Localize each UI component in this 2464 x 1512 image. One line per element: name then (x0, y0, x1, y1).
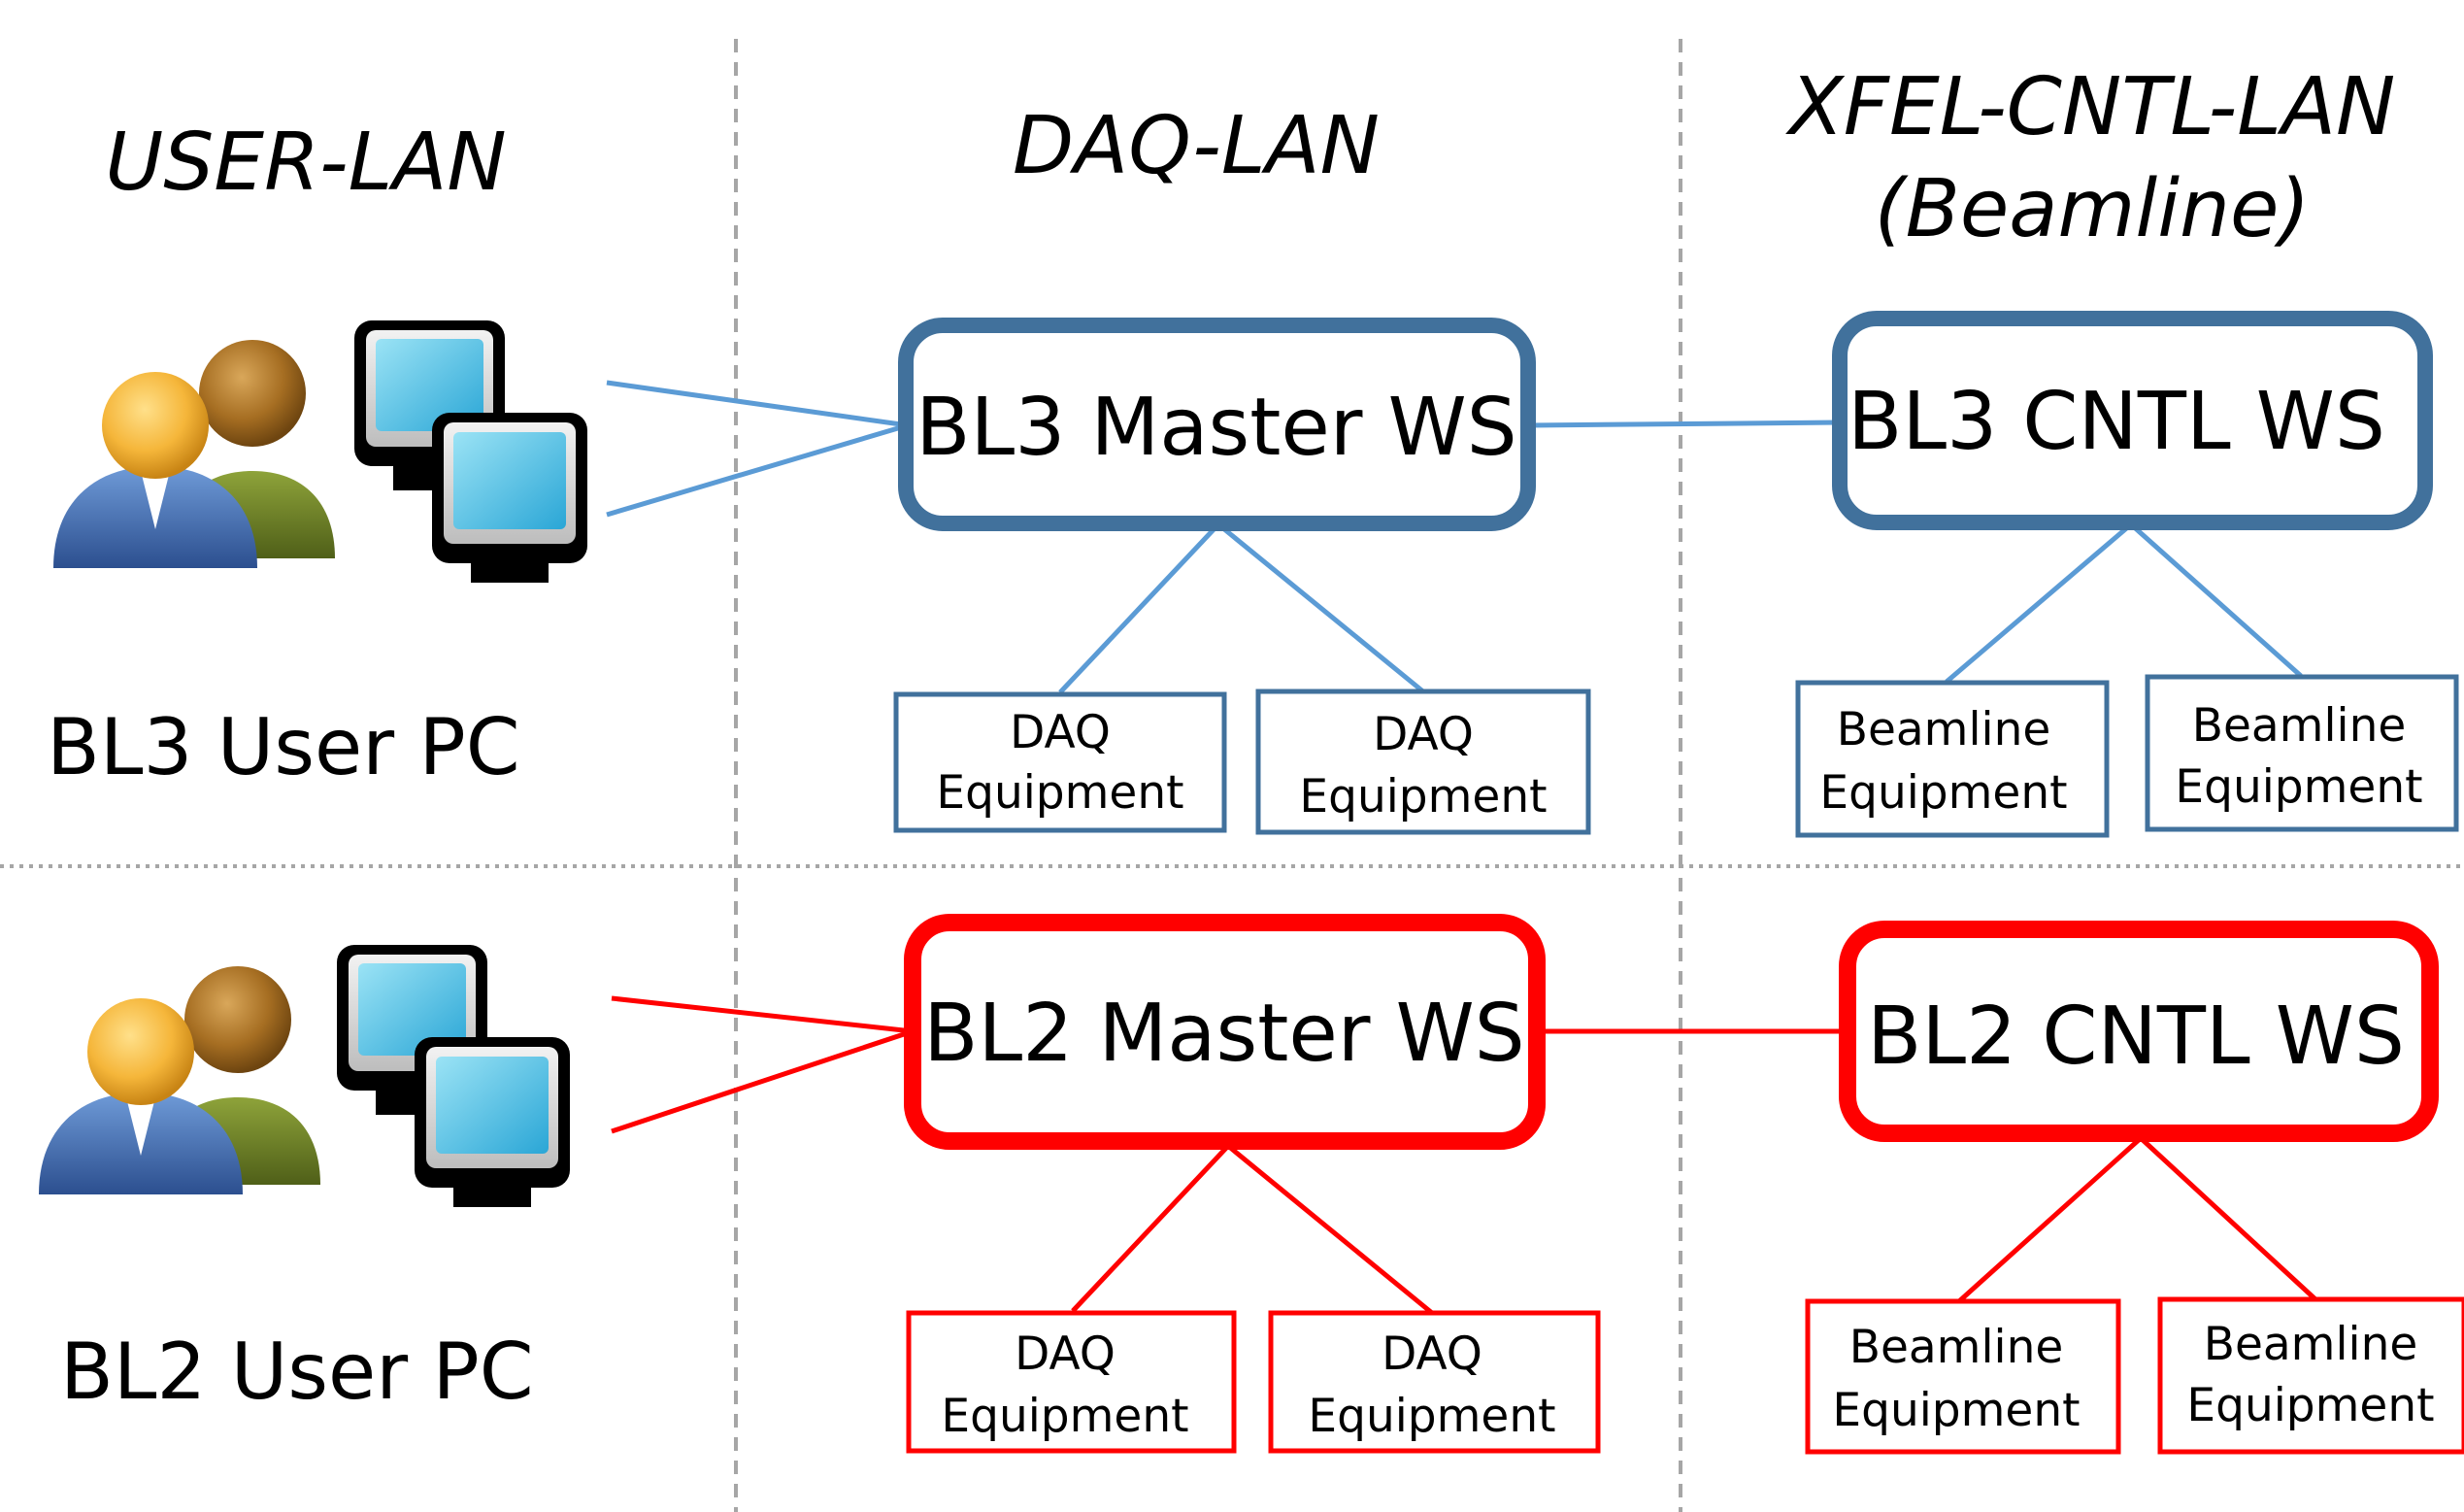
beamline-equipment-box (1795, 680, 2110, 838)
row-bl2: BL2 User PC BL2 Master WS BL2 CNTL WS DA… (39, 914, 2464, 1455)
cntl-ws-box (1832, 311, 2433, 530)
beamline-equipment-label: Equipment (1819, 766, 2067, 820)
computers-icon (354, 320, 587, 583)
beamline-equipment-label: Equipment (2186, 1379, 2434, 1432)
cntl-ws-label: BL2 CNTL WS (1867, 991, 2405, 1083)
link-userpc-master (611, 995, 914, 1034)
daq-equipment-box (1255, 689, 1591, 835)
user-pc-label: BL2 User PC (60, 1327, 534, 1417)
link-master-daq (1071, 1144, 1230, 1313)
beamline-equipment-label: Beamline (2192, 699, 2407, 753)
beamline-equipment-label: Beamline (1837, 703, 2051, 756)
link-cntl-beamline (2139, 1136, 2317, 1301)
beamline-equipment-label: Equipment (1832, 1384, 2080, 1437)
user-pc-label: BL3 User PC (47, 702, 520, 792)
link-master-daq (1058, 522, 1220, 694)
link-cntl-beamline (2129, 522, 2303, 678)
beamline-equipment-box (2157, 1296, 2464, 1455)
link-master-cntl (1528, 420, 1841, 428)
daq-equipment-box (1268, 1310, 1601, 1454)
cntl-ws-label: BL3 CNTL WS (1848, 376, 2385, 468)
link-master-daq (1216, 522, 1426, 694)
title-daq-lan: DAQ-LAN (1013, 100, 1380, 192)
beamline-equipment-box (2145, 674, 2459, 832)
row-bl3: BL3 User PC BL3 Master WS BL3 CNTL WS DA… (47, 311, 2459, 838)
title-user-lan: USER-LAN (105, 117, 507, 209)
users-icon (39, 966, 320, 1194)
link-cntl-beamline (1957, 1136, 2143, 1303)
daq-equipment-label: DAQ (1015, 1327, 1115, 1381)
beamline-equipment-box (1805, 1298, 2121, 1455)
master-ws-box (898, 318, 1536, 531)
daq-equipment-label: Equipment (941, 1390, 1188, 1443)
link-userpc-master (606, 422, 909, 518)
title-xfel-cntl-lan: XFEL-CNTL-LAN (1785, 61, 2396, 153)
link-userpc-master (611, 1028, 914, 1134)
beamline-equipment-label: Beamline (2204, 1318, 2418, 1371)
link-master-daq (1226, 1144, 1434, 1315)
daq-equipment-label: DAQ (1382, 1327, 1482, 1381)
daq-equipment-label: Equipment (1308, 1390, 1555, 1443)
users-icon (53, 340, 335, 568)
title-xfel-beamline: (Beamline) (1875, 163, 2311, 255)
daq-equipment-label: Equipment (936, 766, 1183, 820)
master-ws-box (904, 914, 1546, 1150)
beamline-equipment-label: Beamline (1849, 1321, 2064, 1374)
master-ws-label: BL3 Master WS (916, 382, 1516, 474)
cntl-ws-box (1839, 921, 2439, 1142)
daq-equipment-label: DAQ (1010, 706, 1111, 759)
beamline-equipment-label: Equipment (2175, 760, 2422, 814)
daq-equipment-box (893, 691, 1227, 833)
master-ws-label: BL2 Master WS (923, 988, 1524, 1080)
link-userpc-master (606, 380, 909, 428)
computers-icon (337, 945, 570, 1207)
daq-equipment-label: Equipment (1299, 770, 1547, 823)
link-cntl-beamline (1945, 522, 2133, 684)
daq-equipment-box (906, 1310, 1237, 1454)
daq-equipment-label: DAQ (1373, 708, 1474, 761)
